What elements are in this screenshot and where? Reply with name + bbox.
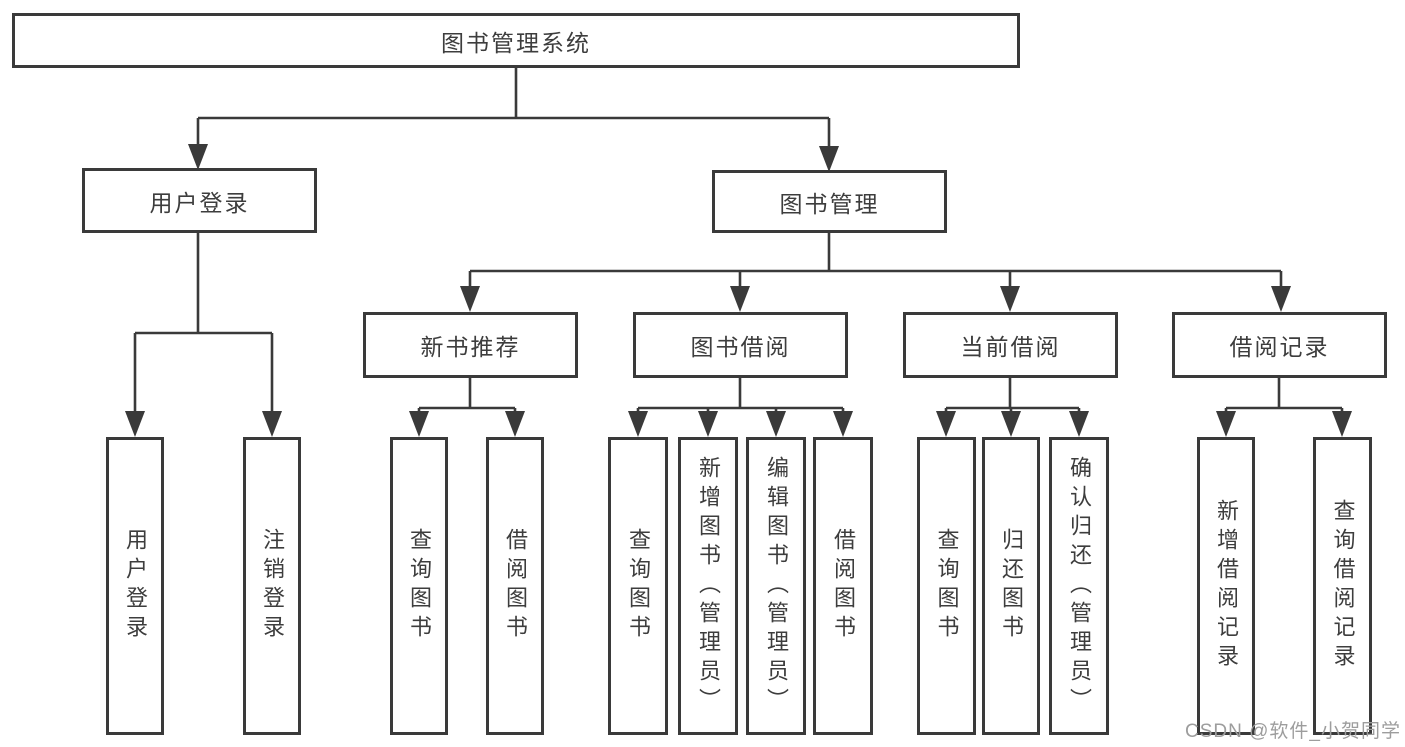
leaf-user-login: 用户登录	[106, 437, 164, 735]
leaf-add-borrow-record: 新增借阅记录	[1197, 437, 1255, 735]
node-label: 查询图书	[934, 528, 960, 644]
node-borrow-records: 借阅记录	[1172, 312, 1387, 378]
node-label: 归还图书	[999, 528, 1024, 644]
node-label: 新增图书（管理员）	[696, 455, 721, 717]
node-label: 借阅记录	[1229, 334, 1330, 360]
node-label: 查询借阅记录	[1330, 499, 1356, 673]
node-book-management: 图书管理	[712, 170, 947, 233]
leaf-edit-books-admin: 编辑图书（管理员）	[746, 437, 806, 735]
node-label: 图书管理系统	[441, 29, 591, 56]
node-label: 图书借阅	[690, 334, 791, 360]
node-label: 编辑图书（管理员）	[764, 455, 789, 717]
leaf-query-books-newbook: 查询图书	[390, 437, 448, 735]
node-label: 确认归还（管理员）	[1067, 455, 1092, 717]
node-new-book-recommend: 新书推荐	[363, 312, 578, 378]
leaf-query-books-current: 查询图书	[917, 437, 976, 735]
node-user-login: 用户登录	[82, 168, 317, 233]
leaf-add-books-admin: 新增图书（管理员）	[678, 437, 738, 735]
node-library-management-system: 图书管理系统	[12, 13, 1020, 68]
node-label: 新增借阅记录	[1214, 499, 1239, 673]
leaf-borrow-books-newbook: 借阅图书	[486, 437, 544, 735]
node-book-borrow: 图书借阅	[633, 312, 848, 378]
leaf-confirm-return-admin: 确认归还（管理员）	[1049, 437, 1109, 735]
node-label: 用户登录	[149, 189, 250, 216]
leaf-query-borrow-record: 查询借阅记录	[1313, 437, 1372, 735]
node-label: 借阅图书	[831, 528, 856, 644]
leaf-borrow-books: 借阅图书	[813, 437, 873, 735]
node-label: 注销登录	[260, 528, 285, 644]
csdn-watermark: CSDN @软件_小贺同学	[1185, 721, 1401, 742]
node-current-borrow: 当前借阅	[903, 312, 1118, 378]
node-label: 当前借阅	[960, 334, 1061, 360]
node-label: 借阅图书	[503, 528, 528, 644]
node-label: 新书推荐	[420, 334, 521, 360]
node-label: 图书管理	[779, 190, 880, 217]
node-label: 查询图书	[407, 528, 432, 644]
leaf-logout-login: 注销登录	[243, 437, 301, 735]
arrowhead-group	[125, 144, 1352, 437]
leaf-return-books: 归还图书	[982, 437, 1040, 735]
leaf-query-books-borrow: 查询图书	[608, 437, 668, 735]
node-label: 查询图书	[626, 528, 651, 644]
node-label: 用户登录	[123, 528, 148, 644]
